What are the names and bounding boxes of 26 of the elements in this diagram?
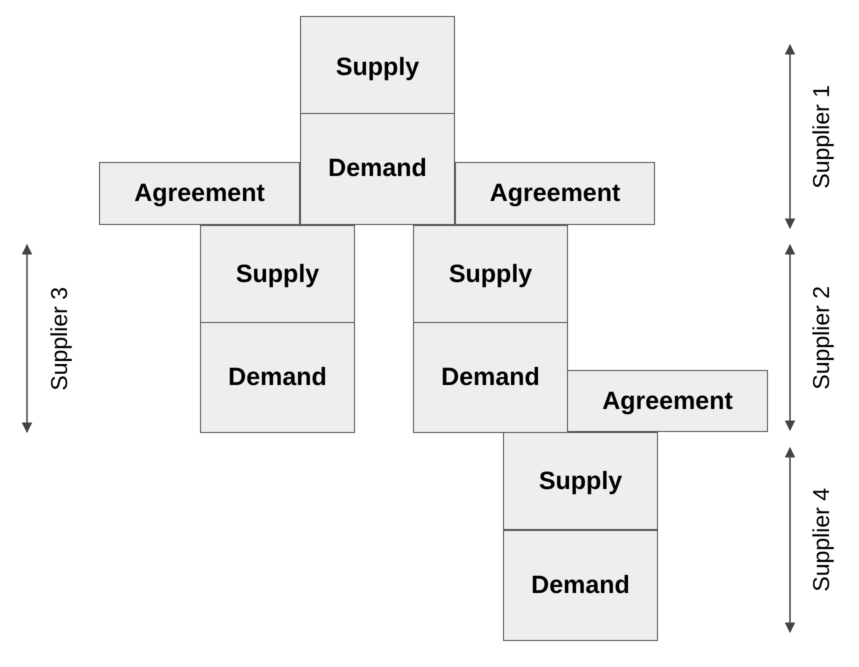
box-label: Demand [530,571,631,600]
process-box [200,322,355,433]
process-box [455,162,655,225]
process-box [99,162,300,225]
box-label: Supply [538,467,624,496]
box-label: Agreement [488,179,622,208]
process-box [413,225,568,323]
process-box [300,16,455,114]
box-label: Agreement [601,387,734,416]
box-label: Agreement [133,179,266,208]
box-label: Demand [327,154,428,183]
process-box [200,225,355,323]
process-box [413,322,568,433]
process-box [567,370,768,432]
range-label: Supplier 4 [808,488,835,592]
process-box [503,432,658,530]
box-label: Supply [234,260,320,289]
range-label: Supplier 3 [46,286,73,390]
box-label: Supply [334,53,420,82]
box-label: Supply [448,260,534,289]
range-label: Supplier 1 [808,84,835,188]
range-label: Supplier 2 [808,286,835,390]
process-box [503,530,658,641]
box-label: Demand [227,363,328,392]
process-box [300,113,455,225]
box-label: Demand [440,363,541,392]
